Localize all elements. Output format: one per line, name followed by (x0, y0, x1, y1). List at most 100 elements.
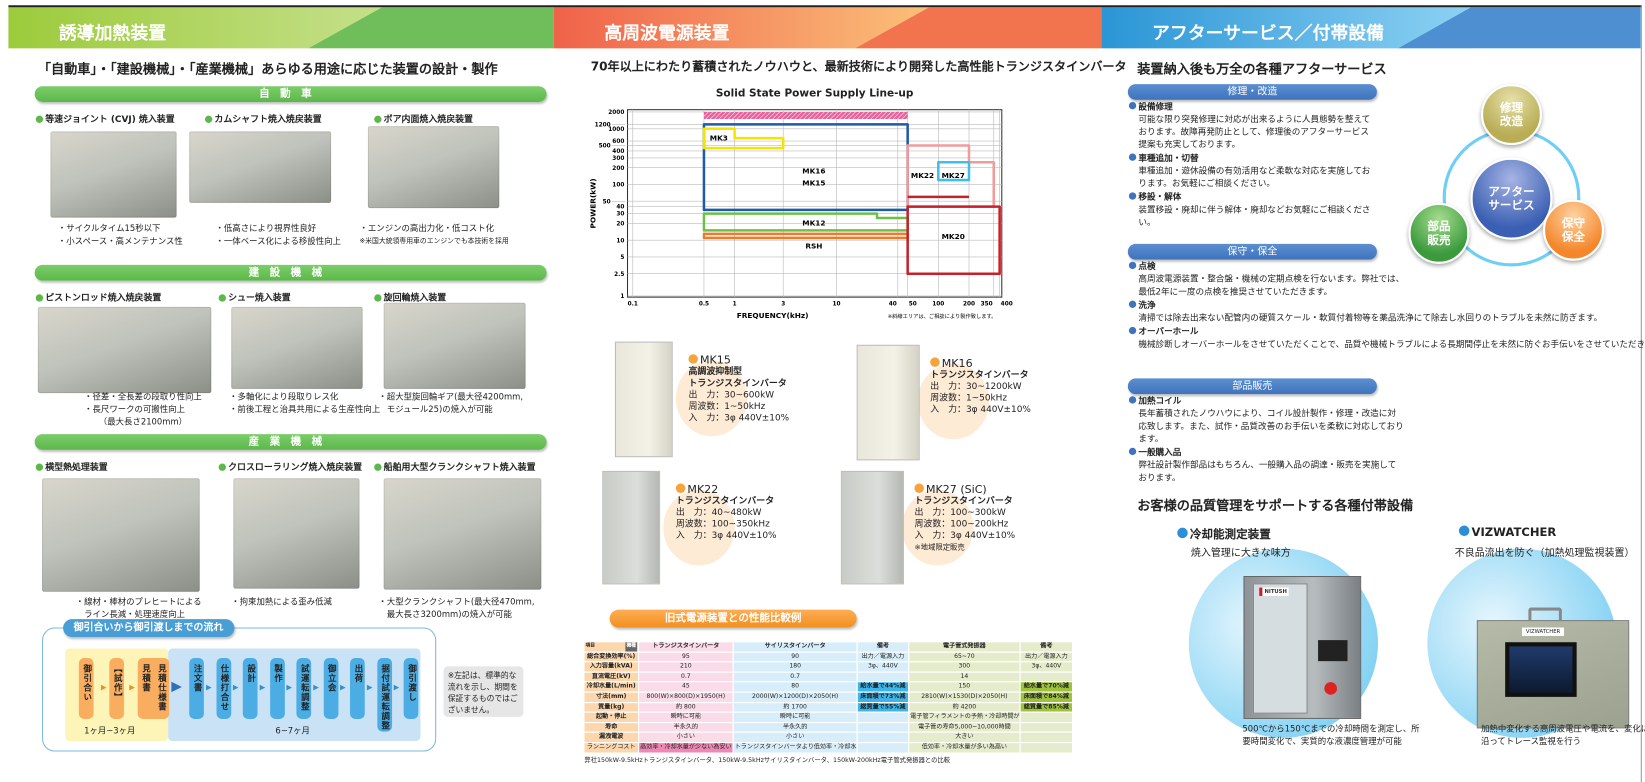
service-item-text: 高周波電源装置・整合盤・機械の定期点検を行ないます。弊社では、最低2年に一度の点… (1138, 273, 1405, 297)
table-cell: 210 (638, 661, 734, 673)
flow-step: 仕様打合せ (216, 657, 231, 719)
bullet-icon (218, 463, 226, 471)
bullet-icon (374, 115, 382, 123)
panel-title: アフターサービス／付帯設備 (1152, 23, 1384, 45)
product-name: クロスローラリング焼入焼戻装置 (228, 462, 363, 473)
table-cell: 大きい (908, 731, 1021, 744)
bullet-icon (374, 463, 382, 471)
section-bar: 部品販売 (1127, 378, 1377, 395)
product-caption: ライン長減・処理速度向上 (84, 609, 185, 620)
product-photo (602, 470, 661, 585)
arrow-right-icon: ▶ (100, 683, 107, 692)
service-item: 移設・解体装置移設・廃却に伴う解体・廃却などお気軽にご相談ください。 (1129, 190, 1373, 228)
corner-label: 項目 (585, 643, 595, 649)
x-tick-label: 3 (781, 302, 785, 308)
flow-step: 製作 (269, 657, 285, 719)
region-label: MK27 (942, 171, 965, 180)
chart-title: Solid State Power Supply Line-up (716, 88, 914, 100)
product-name: 横型熱処理装置 (45, 462, 108, 473)
table-cell: 半永久的 (732, 721, 858, 733)
product-photo (856, 344, 920, 461)
bullet-icon (35, 294, 44, 302)
product-spec-line: 入 力：3φ 440V±10% (675, 530, 777, 542)
panel-title: 誘導加熱装置 (58, 23, 167, 45)
flow-step: 御引渡し (403, 657, 419, 719)
y-tick-label: 50 (603, 199, 611, 205)
header-decoration (855, 7, 1102, 49)
bullet-icon (204, 115, 213, 123)
product-type: トランジスタインバータ (930, 369, 1029, 381)
x-tick-label: 40 (889, 302, 897, 308)
y-tick-label: 2.5 (614, 272, 624, 278)
monitor-screen (1505, 642, 1577, 697)
table-cell (856, 742, 910, 754)
y-tick-label: 20 (616, 222, 624, 228)
y-tick-label: 30 (616, 212, 624, 218)
product-photo (614, 341, 673, 458)
flow-step-pre: 見積仕様書 (157, 664, 168, 712)
service-item: 設備修理可能な限り突発修理に対応が出来るように人員態勢を整えております。故障再発… (1129, 100, 1373, 150)
y-tick-label: 10 (616, 238, 624, 244)
bullet-icon (35, 463, 44, 471)
region-mk27 (937, 161, 971, 182)
table-cell: 0.7 (732, 671, 858, 683)
service-item-title: 設備修理 (1129, 100, 1373, 113)
table-cell: 出力／電源入力 (856, 651, 910, 663)
control-display (1318, 640, 1348, 662)
table-cell (856, 671, 910, 683)
product-title: 旋回輪焼入装置 (374, 291, 446, 304)
product-name: シュー焼入装置 (228, 293, 291, 304)
table-header-cell: サイリスタインバータ (732, 641, 858, 653)
table-cell: 床面積で73%減 (856, 691, 910, 703)
table-cell: 電子管の寿命5,000~10,000時間 (908, 721, 1021, 733)
product-backdrop (663, 489, 735, 566)
flow-step: 御立会 (323, 657, 338, 719)
flow-step-pre: 【試作】 (109, 657, 125, 719)
table-cell (1019, 671, 1074, 683)
product-subtitle: 高調波抑制型 (688, 366, 743, 378)
product-spec-line: 入 力：3φ 440V±10% (930, 404, 1031, 416)
left-headline: 「自動車」・「建設機械」・「産業機械」あらゆる用途に応じた装置の設計・製作 (37, 60, 498, 77)
table-cell: 180 (732, 661, 858, 673)
table-cell: 2810(W)×1530(D)×2050(H) (908, 691, 1021, 703)
header-decoration (1398, 7, 1641, 49)
arrow-right-icon: ▶ (366, 683, 373, 692)
bullet-icon (218, 294, 226, 302)
product-spec-line: 入 力：3φ 440V±10% (914, 530, 1016, 542)
product-name: ピストンロッド焼入焼戻装置 (45, 293, 162, 304)
product-caption: ・径差・全長差の段取り性向上 (84, 392, 202, 402)
y-tick-label: 500 (599, 144, 611, 150)
handle (1528, 607, 1562, 622)
panel-title: 高周波電源装置 (604, 23, 730, 45)
product-caption: モジュール25)の焼入が可能 (386, 404, 493, 415)
product-photo (840, 470, 904, 585)
section-bar-construction: 建設機械 (34, 264, 547, 281)
table-cell: 寿命 (583, 721, 640, 733)
product-title: シュー焼入装置 (218, 291, 291, 304)
product-caption: ・長尺ワークの可搬性向上 (84, 404, 185, 415)
region-mk3 (702, 127, 785, 150)
product-caption: ・大型クランクシャフト(最大径470mm, (378, 597, 535, 607)
flow-note: ※左記は、標準的な流れを示し、期間を保証するものではございません。 (443, 666, 524, 717)
arrow-right-icon: ▶ (393, 683, 400, 692)
x-tick-label: 0.1 (628, 302, 638, 308)
product-photo (233, 478, 360, 589)
flow-title: 御引合いから御引渡しまでの流れ (63, 619, 234, 637)
product-caption: ・拘束加熱による歪み低減 (231, 597, 332, 607)
product-caption: ・線材・棒材のプレヒートによる (75, 597, 202, 607)
product-photo (367, 126, 500, 209)
service-item-title: オーバーホール (1129, 325, 1404, 338)
product-note: ※地域限定販売 (914, 543, 965, 552)
cabinet-window (1252, 583, 1308, 714)
product-photo (50, 131, 177, 218)
service-item: 車種追加・切替車種追加・遊休設備の有効活用など柔軟な対応を実施しております。お気… (1129, 151, 1373, 189)
service-item-title: 一般購入品 (1129, 446, 1404, 459)
section-bar: 保守・保全 (1127, 243, 1377, 260)
duration: 6~7ヶ月 (275, 726, 310, 736)
bullet-icon (374, 294, 382, 302)
section-bar: 修理・改造 (1127, 84, 1377, 100)
product-caption: ・サイクルタイム15秒以下 (57, 223, 161, 234)
product-photo (231, 306, 363, 389)
product-name: 旋回輪焼入装置 (383, 293, 447, 304)
service-item: 洗浄清掃では除去出来ない配管内の硬質スケール・軟質付着物等を薬品洗浄にて除去し水… (1129, 299, 1602, 324)
